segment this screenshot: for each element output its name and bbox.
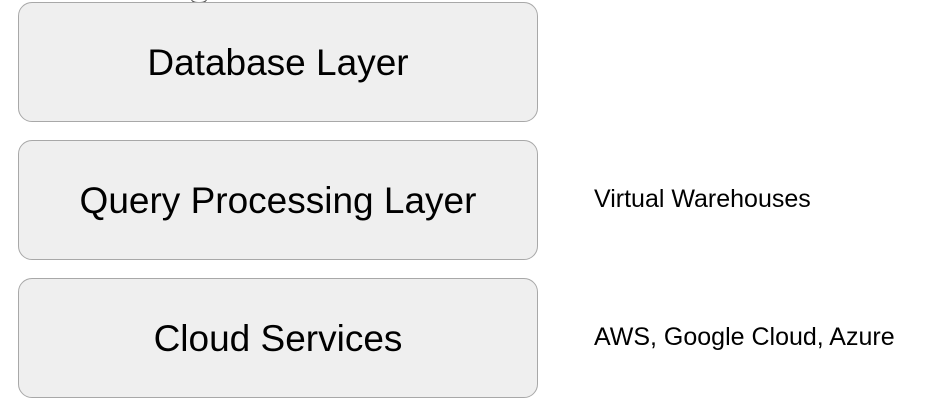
database-layer-box: Database Layer (18, 2, 538, 122)
cloud-services-note: AWS, Google Cloud, Azure (594, 323, 895, 351)
cloud-services-layer-label: Cloud Services (153, 317, 403, 359)
query-processing-layer-box: Query Processing Layer (18, 140, 538, 260)
query-processing-layer-label: Query Processing Layer (79, 179, 477, 221)
cloud-services-layer-box: Cloud Services (18, 278, 538, 398)
database-layer-label: Database Layer (147, 41, 409, 83)
query-processing-note: Virtual Warehouses (594, 185, 811, 213)
